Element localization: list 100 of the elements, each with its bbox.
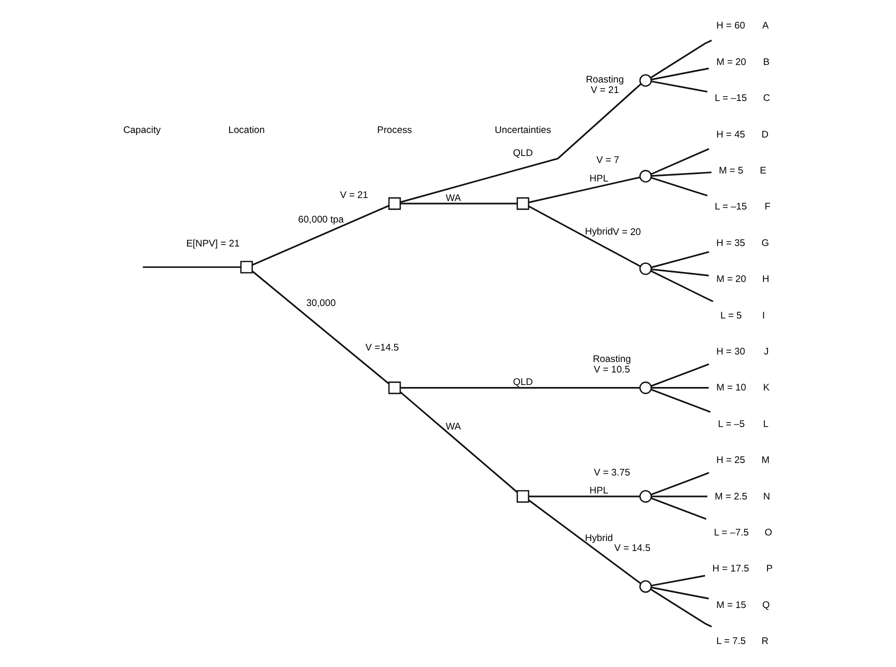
node-label: I bbox=[762, 310, 764, 322]
connector bbox=[528, 206, 640, 267]
node-label: A bbox=[762, 20, 768, 32]
edge-label: HPL bbox=[589, 486, 608, 497]
node-box bbox=[516, 197, 529, 210]
node-label: P bbox=[766, 564, 772, 575]
node-label: Roasting bbox=[585, 74, 624, 86]
node-box bbox=[388, 382, 400, 394]
edge-label: Hybrid bbox=[584, 533, 612, 544]
node-text: H = 17.5 bbox=[712, 564, 749, 575]
node-label: V =14.5 bbox=[364, 342, 398, 354]
node-text: M = 10 bbox=[716, 382, 746, 394]
node-label: R bbox=[760, 636, 768, 648]
label: Capacity bbox=[122, 124, 160, 136]
connector bbox=[650, 388, 710, 413]
node-text: L = –7.5 bbox=[714, 528, 748, 539]
connector bbox=[650, 40, 712, 78]
connector bbox=[650, 68, 708, 80]
node-text: L = –5 bbox=[718, 418, 744, 430]
connector bbox=[251, 205, 389, 266]
node-label: M bbox=[760, 455, 770, 466]
connector bbox=[650, 172, 712, 177]
label: Uncertainties bbox=[494, 124, 551, 136]
node-box bbox=[240, 260, 252, 274]
node-label: D bbox=[760, 129, 768, 140]
node-label: E[NPV] = 21 bbox=[186, 238, 240, 250]
node-label: B bbox=[762, 56, 770, 68]
connector bbox=[650, 586, 708, 600]
connector bbox=[650, 363, 709, 387]
connector bbox=[650, 574, 705, 586]
node-label: J bbox=[763, 346, 768, 358]
connector bbox=[650, 251, 709, 268]
node-text: H = 30 bbox=[716, 346, 745, 358]
node-text: M = 20 bbox=[716, 56, 746, 68]
node-text: M = 2.5 bbox=[714, 491, 747, 502]
node-circle bbox=[638, 74, 652, 87]
connector bbox=[650, 148, 709, 175]
edge-label: Hybrid bbox=[584, 226, 612, 238]
node-label: Roasting bbox=[592, 354, 630, 365]
connector bbox=[650, 472, 709, 496]
node-text: M = 15 bbox=[716, 600, 746, 611]
connector bbox=[650, 496, 707, 498]
node-circle bbox=[638, 382, 652, 394]
connector bbox=[650, 80, 707, 93]
node-text: H = 35 bbox=[716, 238, 745, 249]
connector bbox=[251, 270, 389, 384]
node-box bbox=[516, 490, 529, 503]
connector bbox=[400, 387, 640, 389]
node-label: V = 20 bbox=[612, 227, 640, 238]
node-label: O bbox=[764, 528, 772, 539]
connector bbox=[400, 202, 517, 204]
node-circle bbox=[638, 580, 652, 593]
node-circle bbox=[638, 490, 652, 503]
connector bbox=[650, 270, 713, 302]
edge-label: HPL bbox=[589, 174, 608, 185]
node-circle bbox=[638, 170, 652, 182]
edge-label: WA bbox=[445, 421, 460, 432]
node-label: V = 14.5 bbox=[614, 542, 650, 554]
node-label: C bbox=[762, 93, 770, 104]
node-text: H = 60 bbox=[716, 20, 745, 32]
node-label: E bbox=[759, 165, 766, 176]
node-label: H bbox=[762, 274, 769, 286]
label: Location bbox=[228, 124, 264, 136]
connector bbox=[528, 496, 640, 498]
node-text: L = –15 bbox=[714, 202, 746, 213]
edge-label: QLD bbox=[512, 148, 532, 159]
node-label: V = 7 bbox=[596, 155, 619, 166]
edge-label: QLD bbox=[512, 377, 532, 388]
node-label: F bbox=[764, 202, 770, 213]
node-text: H = 25 bbox=[716, 455, 745, 466]
connector bbox=[650, 387, 708, 389]
connector bbox=[650, 177, 708, 196]
connector bbox=[650, 268, 708, 276]
label: Process bbox=[376, 124, 412, 136]
node-text: M = 20 bbox=[716, 274, 746, 286]
node-box bbox=[388, 197, 400, 210]
edge-label: 30,000 bbox=[306, 298, 336, 310]
connector bbox=[650, 497, 706, 520]
node-label: G bbox=[760, 238, 768, 249]
node-text: M = 5 bbox=[718, 165, 743, 176]
node-text: H = 45 bbox=[716, 129, 745, 140]
node-label: V = 10.5 bbox=[593, 364, 630, 376]
connector bbox=[528, 176, 640, 204]
node-label: K bbox=[762, 382, 770, 394]
node-label: L bbox=[762, 418, 768, 430]
connector bbox=[650, 588, 712, 628]
connector bbox=[400, 392, 518, 493]
connector bbox=[142, 266, 240, 268]
node-label: V = 21 bbox=[590, 84, 618, 96]
node-label: V = 3.75 bbox=[593, 468, 630, 479]
node-label: Q bbox=[762, 600, 770, 611]
edge-label: 60,000 tpa bbox=[298, 214, 344, 226]
edge-label: WA bbox=[445, 192, 460, 204]
node-text: L = –15 bbox=[714, 93, 746, 104]
node-text: L = 7.5 bbox=[716, 636, 746, 648]
connector bbox=[528, 499, 641, 584]
node-label: V = 21 bbox=[339, 190, 368, 201]
node-text: L = 5 bbox=[720, 310, 742, 322]
node-circle bbox=[638, 262, 652, 275]
node-label: N bbox=[762, 491, 770, 502]
